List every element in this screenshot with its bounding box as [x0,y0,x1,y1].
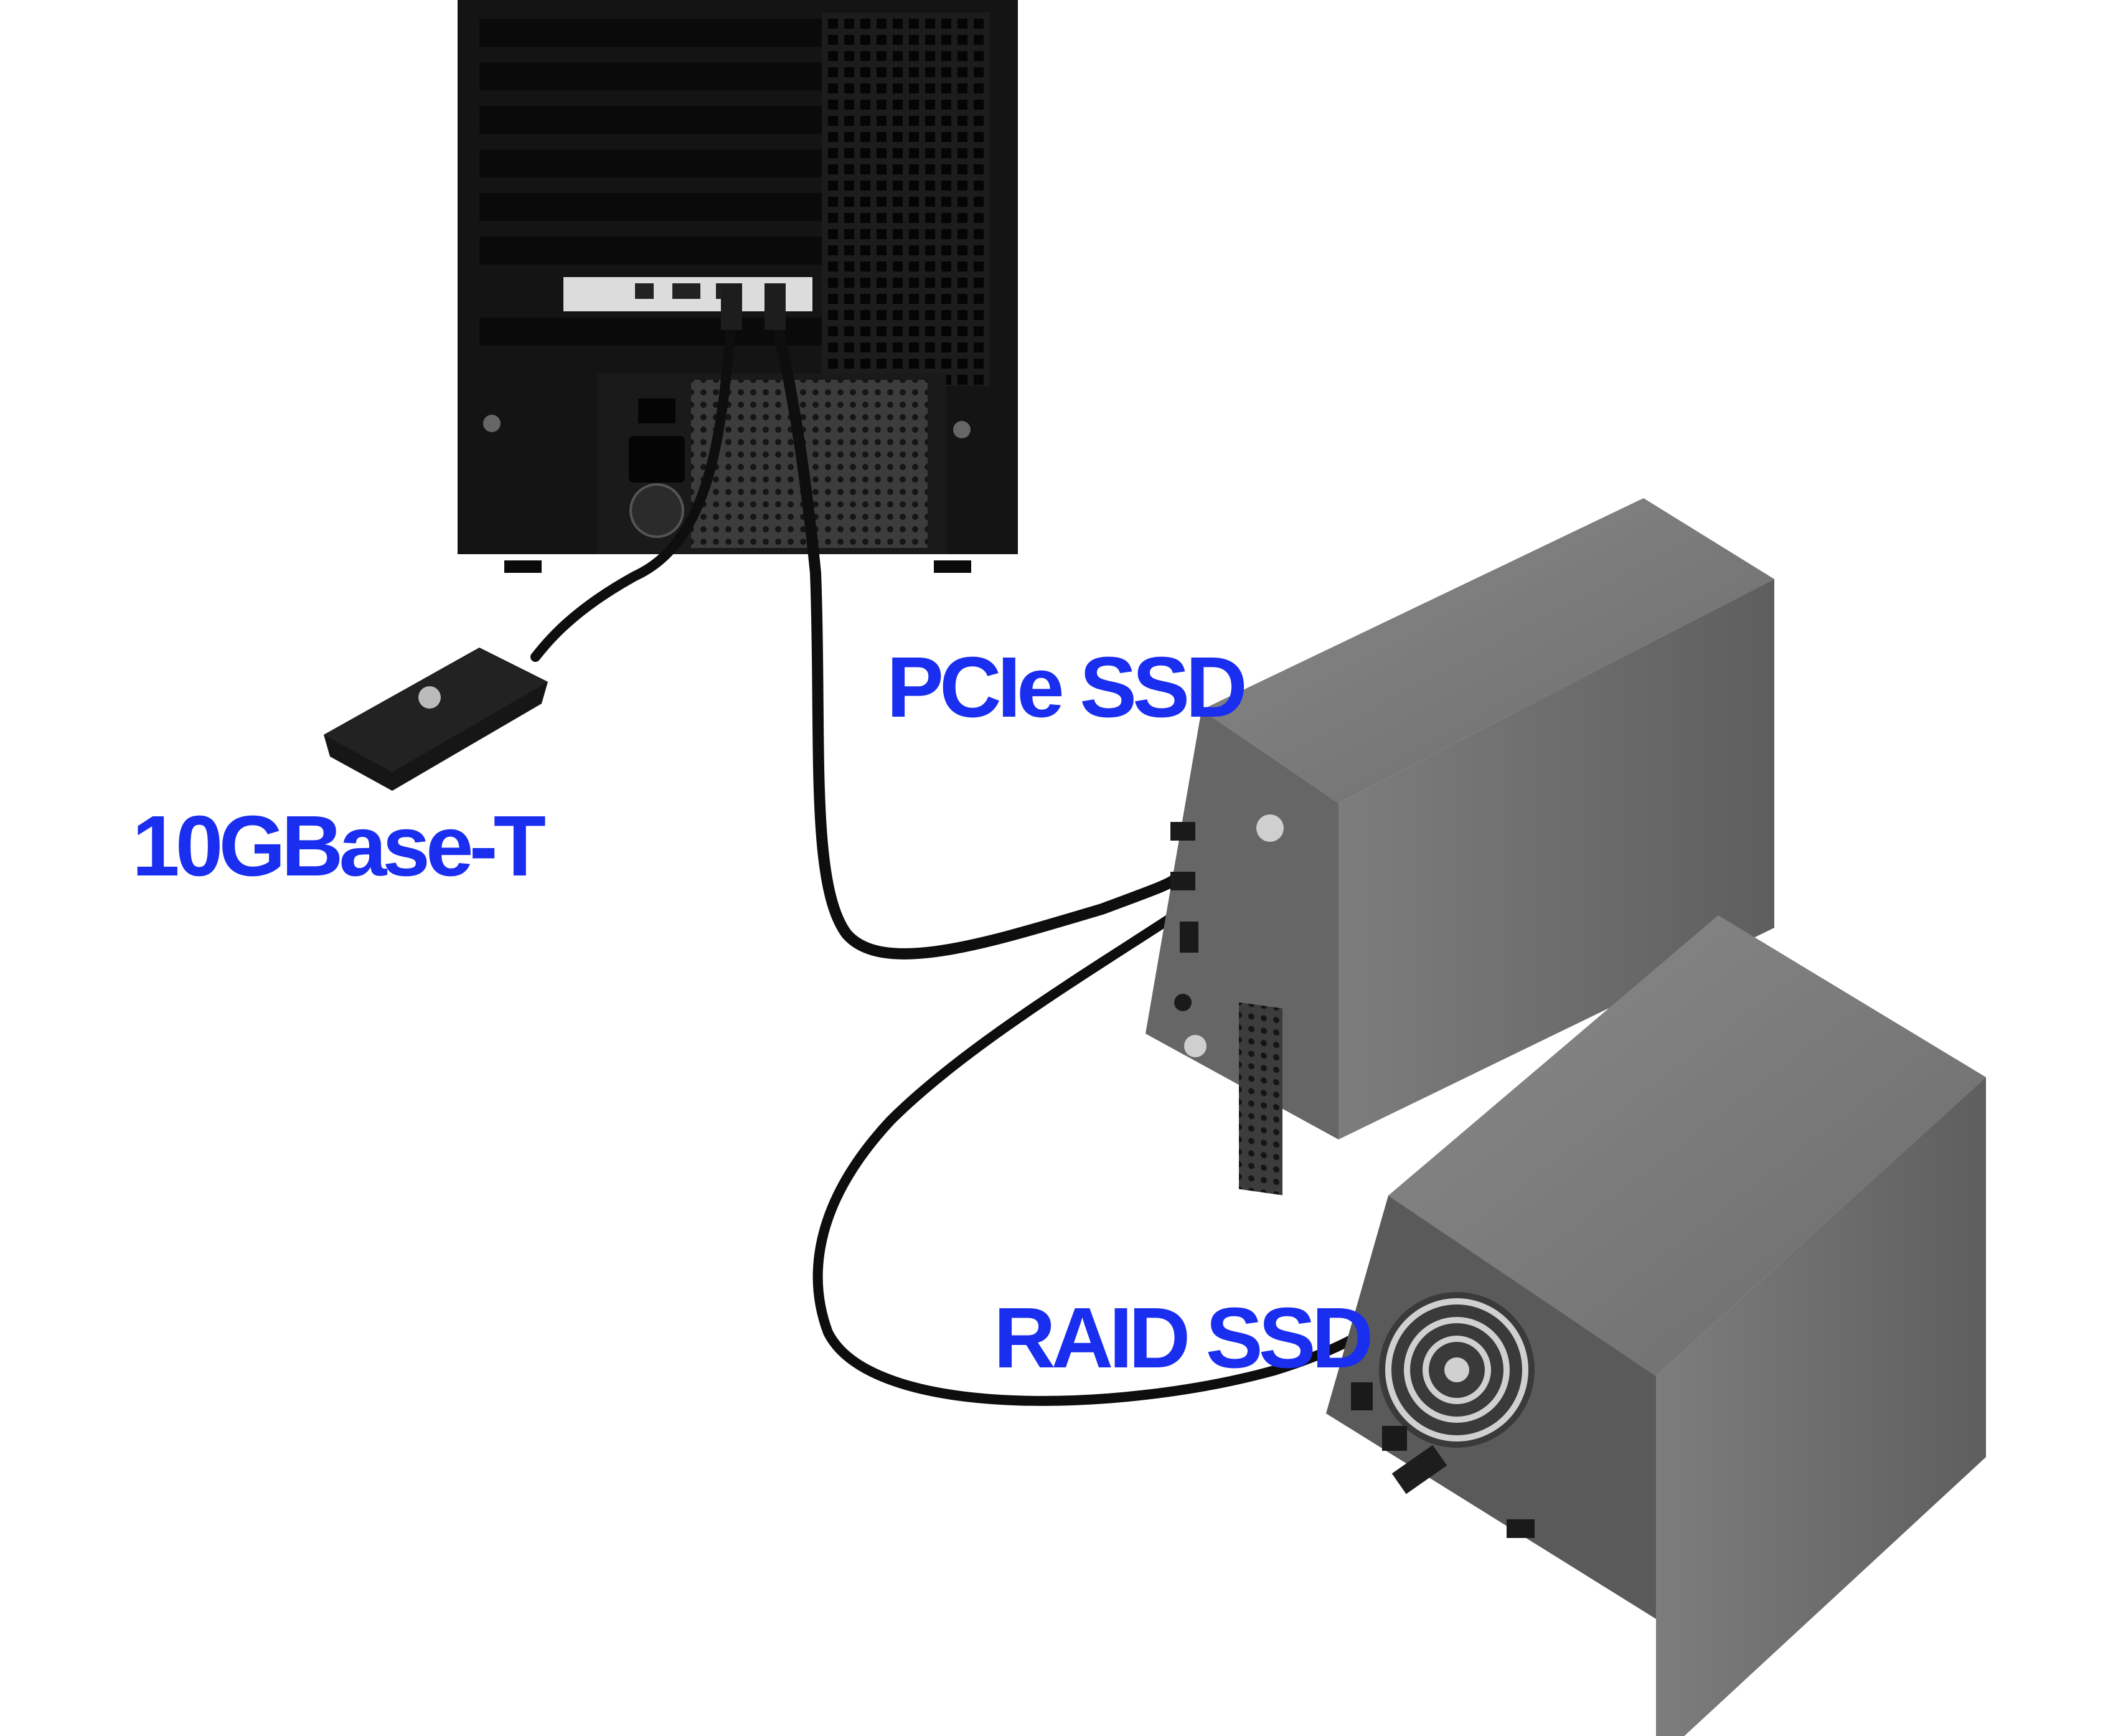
card-port [672,283,700,299]
rear-vent-grille [822,12,990,386]
cables [530,312,1424,1406]
power-supply [598,374,946,554]
power-switch-icon [638,399,675,423]
10gbase-t-adapter [324,648,548,791]
cable-connector [721,283,742,330]
thumbscrew-icon [1256,814,1284,842]
label-raid-ssd: RAID SSD [994,1290,1373,1386]
thunderbolt-port [1170,872,1195,890]
pcie-card-slot [1239,1002,1282,1196]
cable-connector [1391,1445,1447,1494]
cable-connector [765,283,786,330]
usb-port [1180,922,1198,953]
screw-icon [483,415,501,432]
expansion-slot-covers [479,19,828,346]
thunderbolt-cable-pcie [769,312,1182,960]
power-jack-icon [1174,994,1192,1011]
card-port [635,283,654,299]
label-10gbase-t: 10GBase-T [132,798,546,894]
label-pcie-ssd: PCIe SSD [887,639,1248,735]
cooler-master-logo [629,483,684,538]
thunderbolt-port [1170,822,1195,841]
screw-icon [953,421,971,438]
fan-grille-icon [1379,1292,1535,1448]
raid-ssd-enclosure [1326,915,1986,1736]
thunderbolt-cable-raid [812,907,1424,1406]
power-switch-icon [1351,1382,1373,1410]
pcie-ssd-enclosure [1146,498,1774,1196]
power-jack-icon [1507,1519,1535,1538]
power-connector-icon [629,436,685,483]
thunderbolt-port [1382,1426,1407,1451]
thumbscrew-icon [1184,1035,1207,1057]
pc-tower [458,0,1018,573]
thunderbolt-cable-adapter [530,313,736,662]
